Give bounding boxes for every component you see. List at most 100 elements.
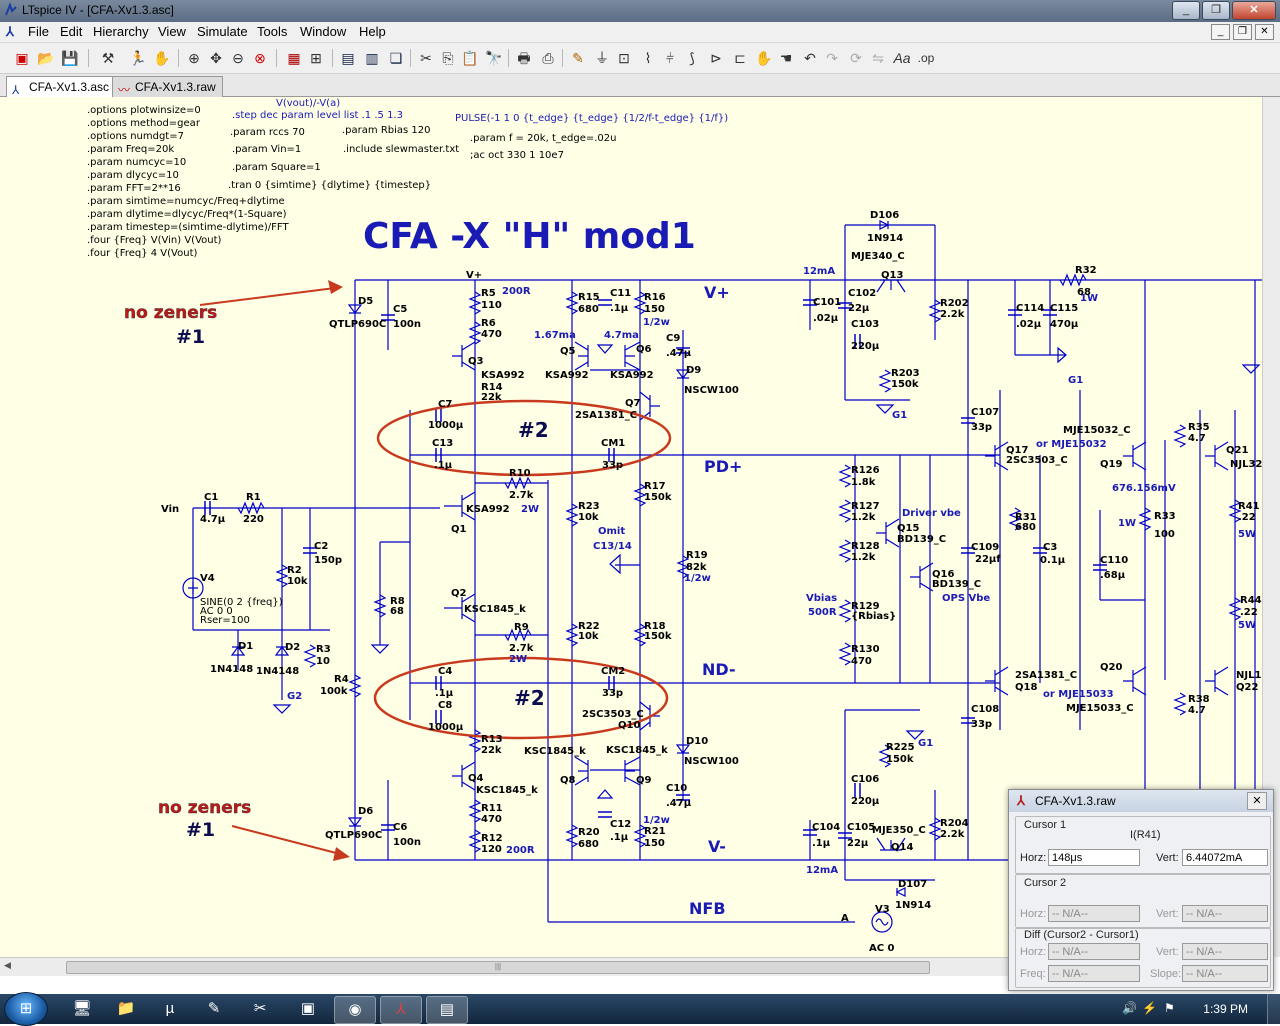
save-icon[interactable]: 💾 (61, 50, 79, 66)
close-button[interactable]: ✕ (1232, 1, 1276, 20)
component-ref: C7 (438, 399, 452, 410)
schematic-canvas[interactable]: CFA -X "H" mod1 .options plotwinsize=0 .… (0, 97, 1262, 957)
scroll-left-icon[interactable]: ◀ (4, 960, 11, 970)
slope-label: Slope: (1150, 968, 1182, 980)
paste-icon[interactable]: 📋 (461, 50, 479, 66)
close-icon[interactable]: ✕ (1247, 792, 1267, 810)
minimize-button[interactable]: _ (1172, 1, 1200, 20)
tab-schematic[interactable]: ⅄ CFA-Xv1.3.asc (6, 76, 117, 97)
notepad-icon[interactable]: ▤ (426, 996, 468, 1024)
component-icon[interactable]: ⊏ (734, 50, 746, 66)
autorange-icon[interactable]: ▦ (287, 50, 301, 66)
diode-icon[interactable]: ⊳ (710, 50, 722, 66)
component-ref: R225 (886, 742, 915, 753)
spice-directive-icon[interactable]: .op (917, 51, 935, 65)
mdi-restore-button[interactable]: ❐ (1233, 24, 1252, 40)
menu-view[interactable]: View (158, 24, 186, 39)
label-g1: G1 (892, 410, 907, 421)
cursor1-vert-field[interactable]: 6.44072mA (1182, 849, 1268, 866)
scrollbar-thumb[interactable]: ||| (66, 961, 930, 974)
start-button[interactable]: ⊞ (4, 992, 48, 1026)
ltspice-taskbar-icon[interactable]: ⅄ (380, 996, 422, 1024)
component-ref: Q1 (451, 524, 467, 535)
rotate-icon[interactable]: ⟳ (850, 50, 862, 66)
menu-tools[interactable]: Tools (257, 24, 288, 39)
menu-file[interactable]: File (28, 24, 49, 39)
mdi-close-button[interactable]: ✕ (1255, 24, 1274, 40)
new-schematic-icon[interactable]: ▣ (15, 50, 29, 66)
find-icon[interactable]: 🔭 (485, 50, 503, 66)
ground-icon[interactable]: ⏚ (595, 50, 609, 66)
run-icon[interactable]: 🏃 (129, 50, 147, 66)
label-net-icon[interactable]: ⊡ (618, 50, 630, 66)
show-desktop-button[interactable] (1267, 994, 1280, 1024)
chrome-icon[interactable]: ◉ (334, 996, 376, 1024)
app-icon[interactable]: ▣ (300, 1000, 316, 1017)
mirror-icon[interactable]: ⇋ (872, 50, 884, 66)
directive-line: .options plotwinsize=0 (87, 105, 201, 116)
tool-icon[interactable]: ✂ (253, 1000, 267, 1017)
label-5w: 5W (1238, 620, 1256, 631)
component-value: 68 (1077, 287, 1091, 298)
doc-menu-icon[interactable]: ⅄ (6, 24, 14, 39)
clock[interactable]: 1:39 PM (1203, 1002, 1248, 1016)
menu-edit[interactable]: Edit (60, 24, 83, 39)
component-value: 10k (578, 631, 599, 642)
cut-icon[interactable]: ✂ (420, 50, 432, 66)
component-value: 110 (481, 300, 502, 311)
volume-icon[interactable]: 🔊 (1122, 1001, 1137, 1015)
open-icon[interactable]: 📂 (37, 50, 55, 66)
schematic-labels: 12mA 12mA 200R 200R 1.67ma 4.7ma Omit C1… (287, 266, 1256, 876)
component-ref: Q5 (560, 346, 576, 357)
undo-icon[interactable]: ↶ (804, 50, 816, 66)
horizontal-scrollbar[interactable]: ◀ ||| (0, 957, 1010, 976)
grid-icon[interactable]: ⊞ (310, 50, 322, 66)
tile-horizontal-icon[interactable]: ▤ (341, 50, 355, 66)
inductor-icon[interactable]: ⟆ (689, 50, 695, 66)
label-ops-vbe: OPS Vbe (942, 593, 990, 604)
redo-icon[interactable]: ↷ (826, 50, 838, 66)
component-ref: C102 (848, 288, 876, 299)
control-panel-icon[interactable]: ⚒ (101, 50, 115, 66)
component-ref: R44 (1240, 595, 1262, 606)
maximize-button[interactable]: ❐ (1202, 1, 1230, 20)
network-icon[interactable]: ⚡ (1142, 1001, 1157, 1015)
torrent-icon[interactable]: µ (165, 1000, 175, 1017)
flag-icon[interactable]: ⚑ (1164, 1001, 1175, 1015)
mdi-minimize-button[interactable]: _ (1211, 24, 1230, 40)
cascade-icon[interactable]: ❏ (389, 50, 403, 66)
cursor-window-titlebar[interactable]: ⅄ CFA-Xv1.3.raw ✕ (1009, 790, 1273, 812)
print-preview-icon[interactable]: 🖶 (517, 50, 531, 66)
cursor1-horz-field[interactable]: 148μs (1048, 849, 1140, 866)
drag-icon[interactable]: ☚ (779, 50, 793, 66)
zoom-out-icon[interactable]: ⊖ (232, 50, 244, 66)
text-icon[interactable]: Aa (893, 50, 911, 66)
zoom-fit-icon[interactable]: ⊗ (254, 50, 266, 66)
halt-icon[interactable]: ✋ (153, 50, 171, 66)
component-ref: R8 (390, 596, 405, 607)
pan-icon[interactable]: ✥ (210, 50, 222, 66)
component-value: 220μ (851, 341, 880, 352)
menu-simulate[interactable]: Simulate (197, 24, 248, 39)
menu-window[interactable]: Window (300, 24, 347, 39)
move-icon[interactable]: ✋ (755, 50, 773, 66)
component-value: 4.7μ (200, 514, 226, 525)
resistor-icon[interactable]: ⌇ (644, 50, 652, 66)
vertical-scrollbar[interactable] (1262, 97, 1280, 957)
label-1w: 1W (1080, 293, 1098, 304)
capacitor-icon[interactable]: ⫩ (665, 50, 675, 66)
tab-waveform[interactable]: 〰 CFA-Xv1.3.raw (112, 76, 223, 97)
tile-vertical-icon[interactable]: ▥ (365, 50, 379, 66)
copy-icon[interactable]: ⎘ (442, 50, 454, 66)
zoom-in-icon[interactable]: ⊕ (188, 50, 200, 66)
notes-icon[interactable]: ✎ (207, 1000, 221, 1017)
component-value: .47μ (666, 348, 692, 359)
component-ref: Q16 (932, 569, 954, 580)
menu-hierarchy[interactable]: Hierarchy (93, 24, 149, 39)
folder-icon[interactable]: 📁 (116, 1000, 136, 1017)
print-icon[interactable]: ⎙ (542, 50, 554, 66)
draw-wire-icon[interactable]: ✎ (572, 50, 584, 66)
component-ref: R10 (509, 468, 531, 479)
computer-icon[interactable]: 🖥 (72, 1000, 92, 1017)
menu-help[interactable]: Help (359, 24, 386, 39)
